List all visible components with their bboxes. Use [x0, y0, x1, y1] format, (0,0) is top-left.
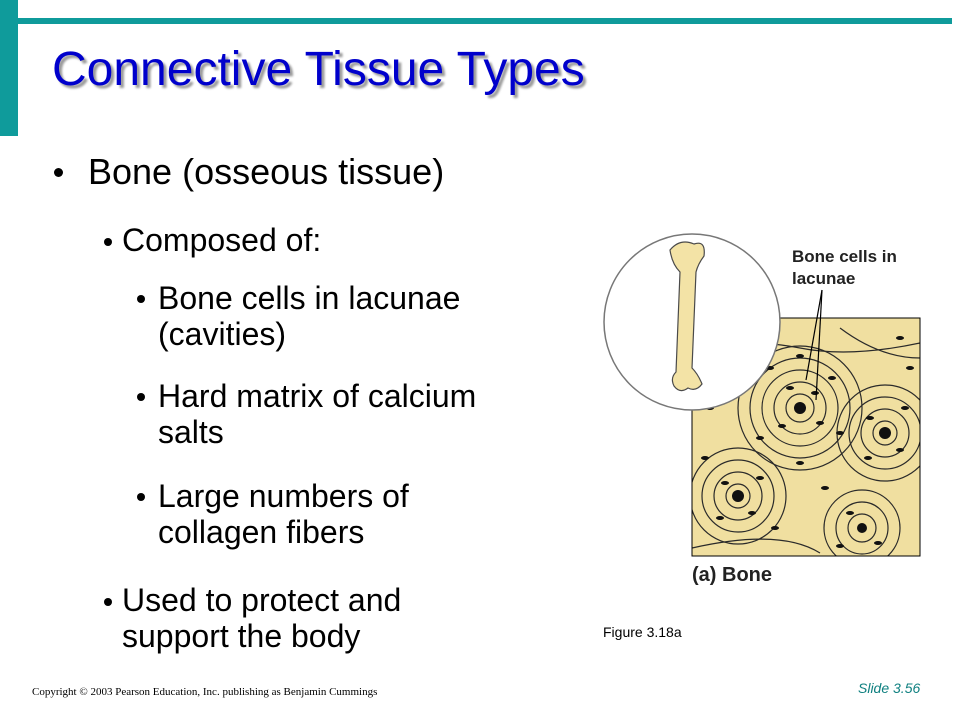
bullet-dot [137, 393, 145, 401]
figure-label-line2: lacunae [792, 269, 856, 288]
bullet-composed-of: Composed of: [122, 222, 322, 258]
figure-caption: Figure 3.18a [603, 624, 682, 640]
bullet-used-to-protect-line2: support the body [122, 618, 361, 654]
long-bone-inset [603, 233, 781, 411]
bullet-hard-matrix-line2: salts [158, 414, 224, 450]
copyright-text: Copyright © 2003 Pearson Education, Inc.… [32, 686, 378, 698]
bullet-bone-cells-line2: (cavities) [158, 316, 287, 352]
bullet-dot [137, 493, 145, 501]
bullet-bone: Bone (osseous tissue) [88, 151, 445, 192]
bone-tissue-figure [603, 233, 921, 557]
figure-panel-label: (a) Bone [692, 564, 772, 586]
accent-bar-left [0, 0, 18, 136]
bullet-collagen-line1: Large numbers of [158, 478, 409, 514]
bullet-dot [54, 168, 63, 177]
figure-label-bone-cells: Bone cells in lacunae [792, 246, 897, 290]
bullet-used-to-protect-line1: Used to protect and [122, 582, 402, 618]
bullet-dot [104, 598, 112, 606]
bullet-bone-cells-line1: Bone cells in lacunae [158, 280, 461, 316]
bullet-hard-matrix-line1: Hard matrix of calcium [158, 378, 477, 414]
slide-title: Connective Tissue Types [52, 43, 585, 96]
bullet-dot [137, 295, 145, 303]
accent-bar-top [18, 18, 952, 24]
figure-label-line1: Bone cells in [792, 247, 897, 266]
bullet-dot [104, 238, 112, 246]
label-pointer-lines [805, 289, 823, 401]
slide-number: Slide 3.56 [858, 680, 921, 696]
bullet-collagen-line2: collagen fibers [158, 514, 365, 550]
